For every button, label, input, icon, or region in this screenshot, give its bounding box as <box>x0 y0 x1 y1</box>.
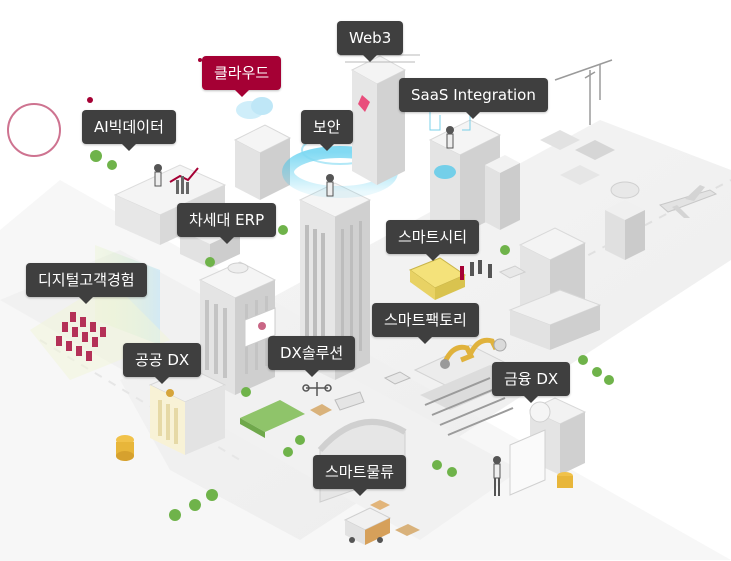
car-icon <box>383 265 527 385</box>
bank-icon <box>148 367 227 455</box>
cloud-server-tower <box>233 97 292 200</box>
right-tower <box>508 227 602 350</box>
person-icon <box>154 164 162 187</box>
truck-icon <box>343 500 420 545</box>
label-cloud[interactable]: 클라우드 <box>202 56 282 97</box>
cloud-icon <box>434 165 456 179</box>
airport-tower <box>605 181 645 260</box>
crane-icon <box>554 59 613 125</box>
label-smart-factory[interactable]: 스마트팩토리 <box>372 303 479 344</box>
person-icon <box>493 456 501 496</box>
label-ai-bigdata[interactable]: AI빅데이터 <box>82 110 176 151</box>
label-smart-city[interactable]: 스마트시티 <box>386 220 480 261</box>
label-next-erp[interactable]: 차세대 ERP <box>177 203 277 244</box>
person-icon <box>446 126 454 149</box>
cloud-icon <box>236 97 273 119</box>
chart-icon <box>169 167 199 194</box>
label-saas-integration[interactable]: SaaS Integration <box>399 78 548 119</box>
dx-solution-park <box>240 382 365 438</box>
label-security[interactable]: 보안 <box>301 110 353 151</box>
airplane-icon <box>658 185 718 218</box>
construction-blocks <box>540 130 615 185</box>
web3-tower <box>340 54 420 185</box>
decor-circles <box>7 58 202 157</box>
coins-icon <box>557 472 573 488</box>
coins-icon <box>116 435 134 461</box>
person-icon <box>460 260 492 280</box>
tree-icon <box>90 150 614 521</box>
label-digital-cx[interactable]: 디지털고객경험 <box>26 263 147 304</box>
robot-arm-icon <box>440 337 507 369</box>
person-icon <box>326 174 334 197</box>
label-smart-logistics[interactable]: 스마트물류 <box>313 455 407 496</box>
finance-building <box>493 397 587 496</box>
erp-building <box>198 261 277 395</box>
saas-building <box>428 110 520 235</box>
label-dx-solution[interactable]: DX솔루션 <box>268 336 356 377</box>
label-web3[interactable]: Web3 <box>337 21 404 62</box>
label-finance-dx[interactable]: 금융 DX <box>492 362 571 403</box>
label-public-dx[interactable]: 공공 DX <box>123 343 202 384</box>
bus-icon <box>408 257 467 300</box>
drone-icon <box>302 382 332 396</box>
